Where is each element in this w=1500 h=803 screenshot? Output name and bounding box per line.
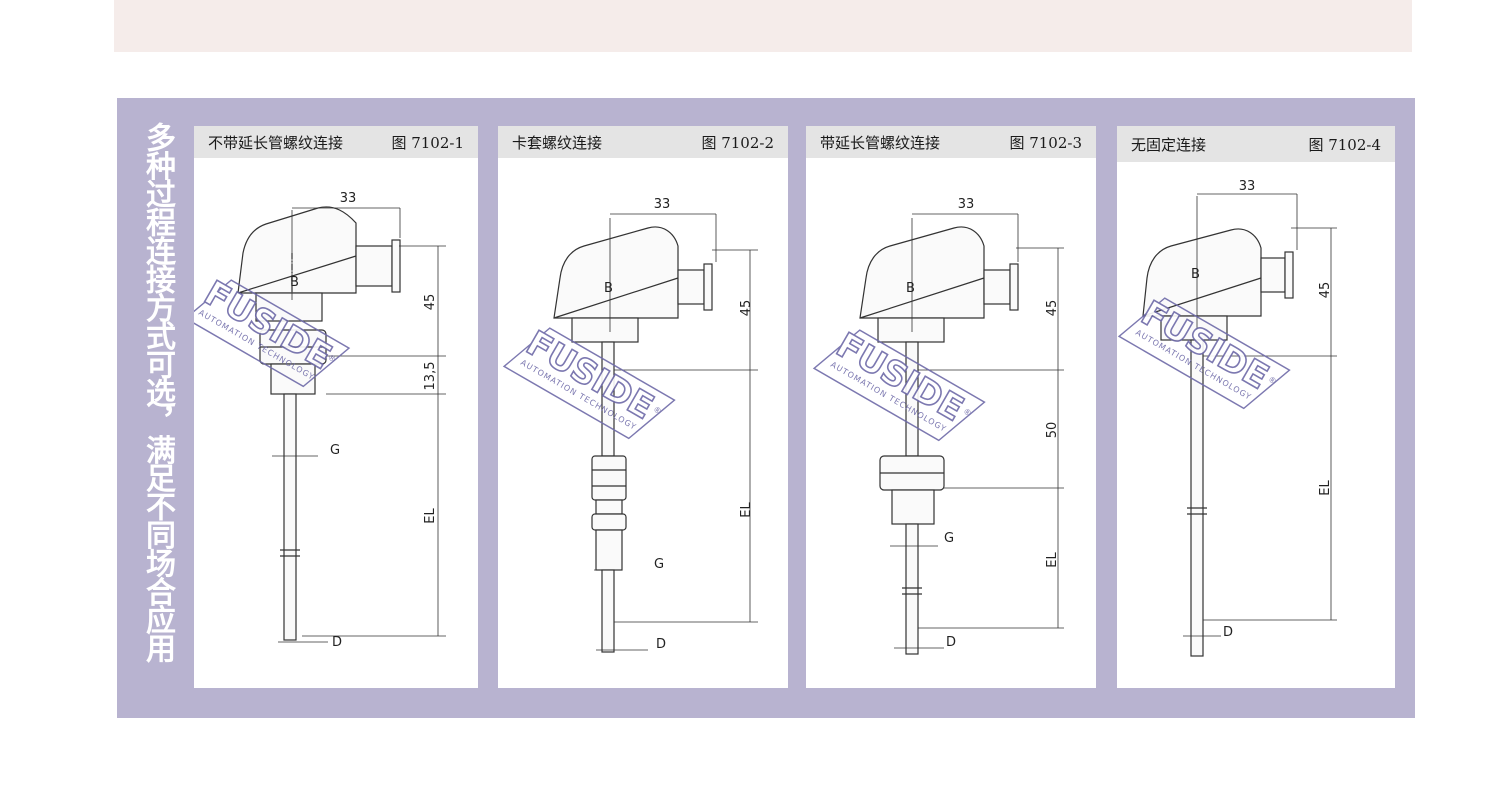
card-title: 无固定连接 xyxy=(1131,136,1207,154)
card-7102-3: 带延长管螺纹连接 图 7102-3 xyxy=(806,126,1096,688)
dim-el: EL xyxy=(1045,552,1060,568)
dim-g: G xyxy=(654,557,664,572)
card-title: 带延长管螺纹连接 xyxy=(820,134,941,152)
dim-width: 33 xyxy=(1239,179,1256,194)
options-panel: 多种过程连接方式可选，满足不同场合应用 不带延长管螺纹连接 图 7102-1 xyxy=(117,98,1415,718)
dim-g: G xyxy=(944,531,954,546)
card-7102-1: 不带延长管螺纹连接 图 7102-1 xyxy=(194,126,478,688)
diagram-7102-3: 33 45 50 EL G D B FUSIDE AUTOMATION TECH… xyxy=(812,197,1064,655)
diagram-7102-2: 33 45 EL G D B FUSIDE AUTOMATION TECHNOL… xyxy=(502,197,758,653)
dim-head: 45 xyxy=(1045,300,1060,317)
dim-ext: 50 xyxy=(1045,422,1060,439)
head-label: B xyxy=(290,275,299,290)
figure-number: 图 7102-3 xyxy=(1009,134,1082,152)
dim-g: G xyxy=(330,443,340,458)
dim-head: 45 xyxy=(423,294,438,311)
watermark-mark: ® xyxy=(326,353,338,365)
card-header: 无固定连接 图 7102-4 xyxy=(1117,126,1395,162)
dim-el: EL xyxy=(1318,480,1333,496)
dim-head: 45 xyxy=(1318,282,1333,299)
dim-d: D xyxy=(946,635,956,650)
figure-number: 图 7102-1 xyxy=(391,134,464,152)
watermark-mark: ® xyxy=(652,405,664,417)
card-7102-4: 无固定连接 图 7102-4 xyxy=(1117,126,1395,688)
top-band xyxy=(114,0,1412,52)
card-header: 不带延长管螺纹连接 图 7102-1 xyxy=(194,126,478,158)
dim-width: 33 xyxy=(340,191,357,206)
diagram-7102-4: 33 45 EL D B FUSIDE AUTOMATION TECHNOLOG… xyxy=(1117,179,1337,657)
dim-el: EL xyxy=(739,502,754,518)
dim-d: D xyxy=(656,637,666,652)
head-label: B xyxy=(906,281,915,296)
head-label: B xyxy=(604,281,613,296)
head-label: B xyxy=(1191,267,1200,282)
side-title: 多种过程连接方式可选，满足不同场合应用 xyxy=(140,122,175,662)
dim-d: D xyxy=(1223,625,1233,640)
watermark-mark: ® xyxy=(1267,375,1279,387)
card-title: 卡套螺纹连接 xyxy=(512,134,603,152)
card-title: 不带延长管螺纹连接 xyxy=(208,134,344,152)
card-header: 带延长管螺纹连接 图 7102-3 xyxy=(806,126,1096,158)
diagram-7102-1: 33 45 13,5 EL G D B FUSIDE AUTOMATION TE… xyxy=(194,191,446,650)
dim-width: 33 xyxy=(958,197,975,212)
dim-head: 45 xyxy=(739,300,754,317)
dim-thread: 13,5 xyxy=(423,362,438,391)
card-7102-2: 卡套螺纹连接 图 7102-2 xyxy=(498,126,788,688)
figure-number: 图 7102-2 xyxy=(701,134,774,152)
card-header: 卡套螺纹连接 图 7102-2 xyxy=(498,126,788,158)
figure-number: 图 7102-4 xyxy=(1308,136,1381,154)
watermark-mark: ® xyxy=(962,407,974,419)
dim-width: 33 xyxy=(654,197,671,212)
dim-el: EL xyxy=(423,508,438,524)
dim-d: D xyxy=(332,635,342,650)
